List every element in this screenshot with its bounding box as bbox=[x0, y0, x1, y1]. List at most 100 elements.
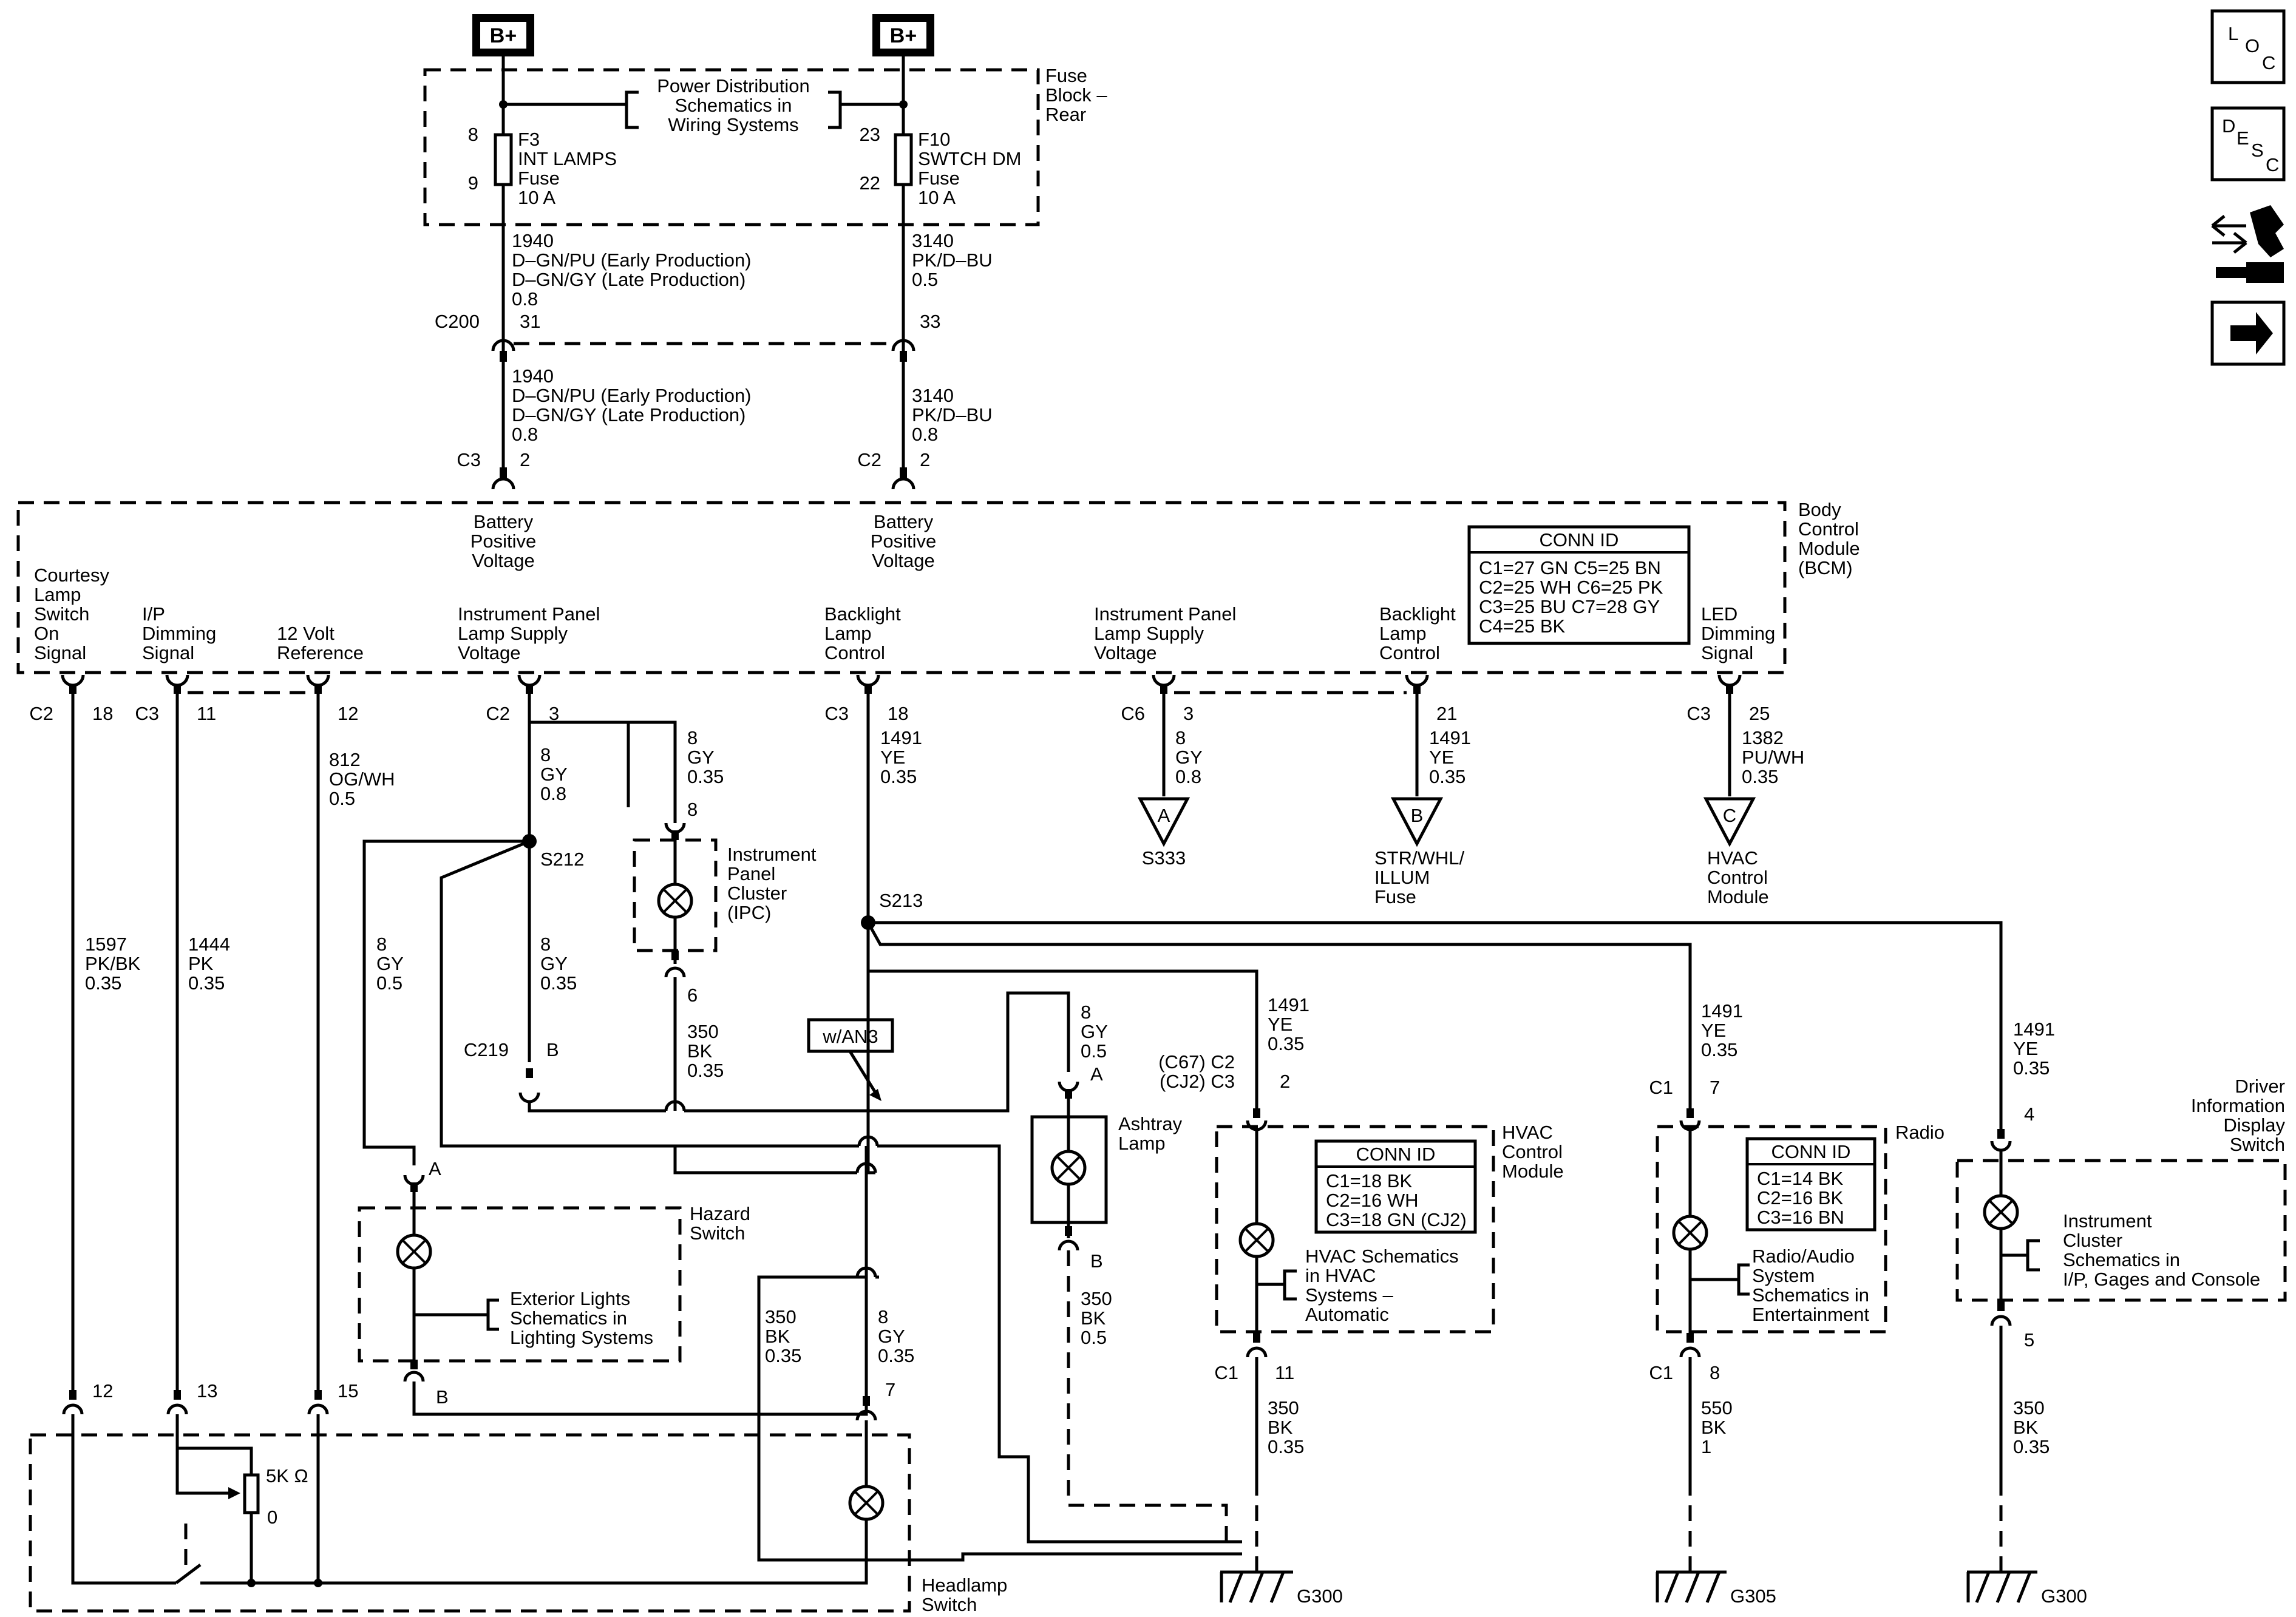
next-arrow-button[interactable] bbox=[2210, 300, 2286, 366]
svg-text:Switch: Switch bbox=[690, 1222, 745, 1244]
wire-8-gy-05-left-label: 8 GY 0.5 bbox=[376, 934, 404, 994]
svg-text:4: 4 bbox=[2024, 1103, 2034, 1125]
offpage-c-label: HVAC Control Module bbox=[1707, 847, 1769, 907]
wire-1597-label: 1597 PK/BK 0.35 bbox=[85, 934, 141, 994]
svg-text:350: 350 bbox=[2013, 1397, 2045, 1419]
svg-text:HVAC Schematics: HVAC Schematics bbox=[1305, 1246, 1459, 1267]
svg-text:Lamp: Lamp bbox=[34, 584, 81, 605]
arrow-right-icon bbox=[2230, 312, 2273, 354]
bcm-output-pins bbox=[61, 674, 1742, 694]
svg-text:STR/WHL/: STR/WHL/ bbox=[1374, 847, 1465, 869]
svg-text:0.8: 0.8 bbox=[512, 288, 538, 310]
svg-text:7: 7 bbox=[885, 1379, 895, 1400]
headlamp-switch-label: Headlamp Switch bbox=[922, 1575, 1007, 1615]
svg-text:Backlight: Backlight bbox=[824, 603, 901, 625]
svg-text:0.35: 0.35 bbox=[878, 1345, 914, 1366]
svg-text:0.8: 0.8 bbox=[540, 783, 566, 804]
svg-text:Switch: Switch bbox=[2230, 1134, 2285, 1155]
svg-text:PK/BK: PK/BK bbox=[85, 953, 141, 974]
ashtray-label: Ashtray Lamp bbox=[1118, 1113, 1183, 1154]
svg-text:Lamp: Lamp bbox=[1118, 1133, 1166, 1154]
dids-box bbox=[1955, 1159, 2287, 1302]
svg-text:Courtesy: Courtesy bbox=[34, 564, 110, 586]
svg-text:Battery: Battery bbox=[874, 511, 934, 532]
svg-text:31: 31 bbox=[520, 311, 540, 332]
wire-8-gy-035-mid-label: 8 GY 0.35 bbox=[540, 934, 577, 994]
svg-text:2: 2 bbox=[520, 449, 530, 470]
svg-text:I/P: I/P bbox=[142, 603, 165, 625]
svg-text:CONN ID: CONN ID bbox=[1540, 529, 1619, 551]
wire-1491-hvac-label: 1491 YE 0.35 bbox=[1268, 994, 1309, 1054]
svg-text:0.5: 0.5 bbox=[1081, 1040, 1107, 1062]
radio-label: Radio bbox=[1895, 1122, 1944, 1143]
b-plus-left: B+ bbox=[472, 14, 534, 56]
svg-text:23: 23 bbox=[860, 124, 880, 145]
svg-text:S: S bbox=[2251, 140, 2264, 161]
svg-text:YE: YE bbox=[2013, 1038, 2038, 1059]
hvac-conn-id-table: CONN ID C1=18 BK C2=16 WH C3=18 GN (CJ2) bbox=[1314, 1139, 1477, 1234]
svg-text:0.35: 0.35 bbox=[880, 766, 917, 787]
svg-text:C4=25 BK: C4=25 BK bbox=[1479, 615, 1566, 637]
svg-text:8: 8 bbox=[1081, 1002, 1091, 1023]
offpage-connector-a[interactable]: A bbox=[1137, 797, 1190, 847]
svg-text:GY: GY bbox=[540, 953, 568, 974]
svg-text:3140: 3140 bbox=[912, 385, 954, 406]
wire-350-bk-ipc-label: 350 BK 0.35 bbox=[687, 1021, 724, 1081]
svg-text:(BCM): (BCM) bbox=[1798, 557, 1853, 578]
svg-text:Headlamp: Headlamp bbox=[922, 1575, 1007, 1596]
bcm-box bbox=[16, 501, 1787, 674]
svg-text:350: 350 bbox=[1081, 1288, 1112, 1309]
svg-text:in HVAC: in HVAC bbox=[1305, 1265, 1376, 1286]
svg-text:8: 8 bbox=[468, 124, 478, 145]
offpage-connector-c[interactable]: C bbox=[1703, 797, 1756, 847]
svg-text:PK: PK bbox=[188, 953, 214, 974]
loc-button[interactable]: L O C bbox=[2210, 9, 2286, 84]
svg-text:A: A bbox=[429, 1158, 441, 1179]
svg-text:(IPC): (IPC) bbox=[727, 902, 771, 923]
ipc-label: Instrument Panel Cluster (IPC) bbox=[727, 844, 817, 923]
svg-text:33: 33 bbox=[920, 311, 940, 332]
wire-8-gy-035-ipc-label: 8 GY 0.35 bbox=[687, 727, 724, 787]
svg-text:Signal: Signal bbox=[34, 642, 86, 663]
svg-text:11: 11 bbox=[197, 703, 216, 724]
svg-text:Ashtray: Ashtray bbox=[1118, 1113, 1183, 1134]
svg-text:L: L bbox=[2228, 23, 2238, 44]
svg-text:2: 2 bbox=[1280, 1071, 1290, 1092]
desc-button[interactable]: D E S C bbox=[2210, 106, 2286, 181]
svg-text:YE: YE bbox=[1701, 1020, 1726, 1041]
svg-text:1491: 1491 bbox=[880, 727, 922, 748]
svg-text:Voltage: Voltage bbox=[458, 642, 520, 663]
svg-text:Voltage: Voltage bbox=[472, 550, 534, 571]
offpage-connector-b[interactable]: B bbox=[1390, 797, 1444, 847]
svg-text:15: 15 bbox=[338, 1380, 358, 1402]
svg-text:GY: GY bbox=[376, 953, 404, 974]
svg-text:E: E bbox=[2237, 127, 2249, 149]
svg-text:PK/D–BU: PK/D–BU bbox=[912, 249, 993, 271]
wire-812-label: 812 OG/WH 0.5 bbox=[329, 749, 395, 809]
svg-text:Block –: Block – bbox=[1045, 84, 1107, 106]
svg-text:Fuse: Fuse bbox=[918, 168, 960, 189]
svg-text:0.35: 0.35 bbox=[1268, 1436, 1304, 1457]
wire-8-gy-035-head-label: 8 GY 0.35 bbox=[878, 1306, 914, 1366]
svg-text:Information: Information bbox=[2191, 1095, 2285, 1116]
svg-text:1491: 1491 bbox=[2013, 1019, 2055, 1040]
offpage-a-label: S333 bbox=[1142, 847, 1186, 869]
c219-label: C219 bbox=[464, 1039, 509, 1060]
wire-1491-label: 1491 YE 0.35 bbox=[880, 727, 922, 787]
svg-text:BK: BK bbox=[1701, 1417, 1727, 1438]
svg-text:8: 8 bbox=[1710, 1362, 1720, 1383]
svg-text:8: 8 bbox=[1175, 727, 1186, 748]
svg-text:1940: 1940 bbox=[512, 230, 554, 251]
wire-3140-upper-label: 3140 PK/D–BU 0.5 bbox=[912, 230, 993, 290]
svg-text:C: C bbox=[2266, 154, 2279, 175]
svg-text:0.35: 0.35 bbox=[85, 972, 121, 994]
svg-text:18: 18 bbox=[888, 703, 908, 724]
svg-text:BK: BK bbox=[1081, 1307, 1106, 1329]
connector-tools-icon[interactable] bbox=[2211, 205, 2284, 283]
svg-text:C6: C6 bbox=[1121, 703, 1145, 724]
svg-text:Body: Body bbox=[1798, 499, 1841, 520]
svg-text:8: 8 bbox=[540, 934, 551, 955]
svg-text:Lamp: Lamp bbox=[1379, 623, 1427, 644]
option-tag-wan3: w/AN3 bbox=[807, 1018, 894, 1053]
